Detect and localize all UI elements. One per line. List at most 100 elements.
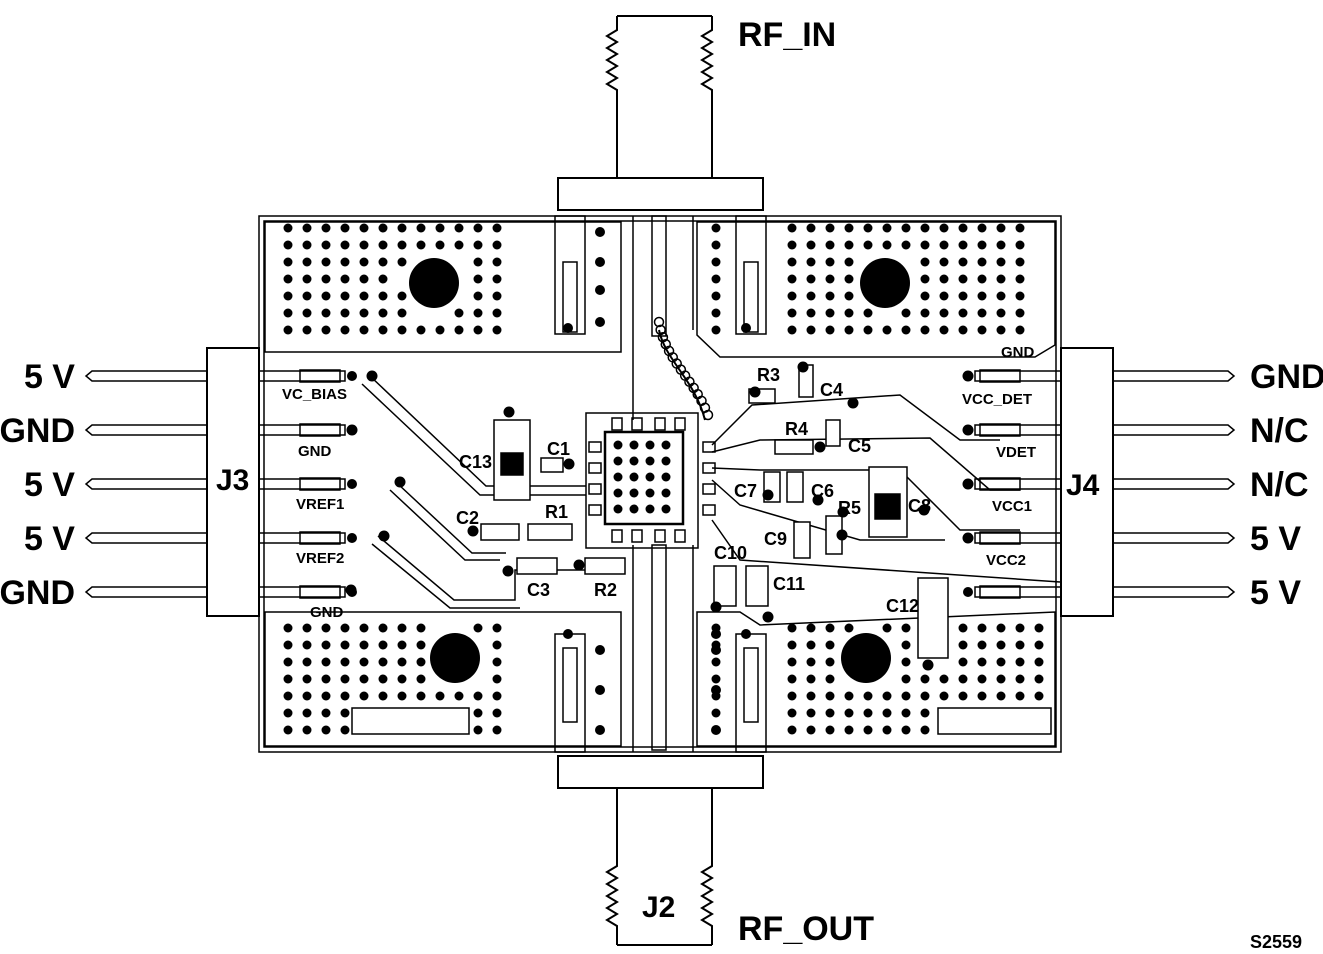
via xyxy=(882,725,892,735)
ic-thermal-via xyxy=(613,488,623,498)
j3-pin-label: GND xyxy=(0,574,75,612)
ic-thermal-via xyxy=(613,472,623,482)
j3-pin-footprint xyxy=(299,423,341,437)
pin1-dot xyxy=(467,525,479,537)
via xyxy=(844,223,854,233)
ic-pad xyxy=(702,483,716,495)
via xyxy=(340,240,350,250)
via xyxy=(1015,240,1025,250)
via xyxy=(844,274,854,284)
j4-pin-footprint xyxy=(979,585,1021,599)
via xyxy=(920,708,930,718)
via xyxy=(283,257,293,267)
board-label-left: VREF2 xyxy=(296,550,344,567)
via xyxy=(1015,325,1025,335)
via xyxy=(711,725,721,735)
via xyxy=(901,240,911,250)
ic-thermal-via xyxy=(613,456,623,466)
via xyxy=(787,274,797,284)
j4-pin-label: 5 V xyxy=(1250,574,1301,612)
j3-pin-via xyxy=(347,371,357,381)
j4-pin-label: N/C xyxy=(1250,412,1309,450)
via xyxy=(996,257,1006,267)
via xyxy=(1034,640,1044,650)
via xyxy=(321,674,331,684)
via xyxy=(901,308,911,318)
board-label-left: GND xyxy=(310,604,344,621)
via xyxy=(996,657,1006,667)
via xyxy=(825,725,835,735)
j4-pin-pad xyxy=(974,586,1061,598)
ic-thermal-via xyxy=(661,456,671,466)
ic-pad xyxy=(631,417,643,431)
via xyxy=(939,274,949,284)
via xyxy=(806,691,816,701)
via xyxy=(492,240,502,250)
via xyxy=(359,240,369,250)
via xyxy=(378,308,388,318)
via xyxy=(397,240,407,250)
via xyxy=(863,725,873,735)
via xyxy=(1034,623,1044,633)
ic-thermal-via xyxy=(629,488,639,498)
mounting-holes xyxy=(409,258,910,683)
figure-id: S2559 xyxy=(1250,932,1302,952)
via xyxy=(283,240,293,250)
via xyxy=(302,674,312,684)
via xyxy=(806,623,816,633)
via xyxy=(340,691,350,701)
via xyxy=(863,691,873,701)
via xyxy=(787,623,797,633)
via xyxy=(359,640,369,650)
via xyxy=(321,291,331,301)
ic-thermal-via xyxy=(661,440,671,450)
via xyxy=(435,240,445,250)
pin1-dot xyxy=(573,559,585,571)
pin1-dot xyxy=(346,424,358,436)
via xyxy=(595,257,605,267)
ic-thermal-via xyxy=(629,504,639,514)
via xyxy=(787,725,797,735)
via xyxy=(473,240,483,250)
via xyxy=(283,223,293,233)
via xyxy=(1015,674,1025,684)
pin1-dot xyxy=(922,659,934,671)
via xyxy=(825,308,835,318)
pin1-dot xyxy=(563,458,575,470)
via xyxy=(825,640,835,650)
via xyxy=(939,691,949,701)
via xyxy=(321,708,331,718)
j3-connector-body xyxy=(206,347,260,617)
component-label-c1: C1 xyxy=(547,439,570,459)
via xyxy=(787,674,797,684)
via xyxy=(977,223,987,233)
via xyxy=(901,223,911,233)
via xyxy=(825,257,835,267)
via xyxy=(416,325,426,335)
component-label-c8: C8 xyxy=(908,496,931,516)
via xyxy=(302,657,312,667)
via xyxy=(711,685,721,695)
via xyxy=(844,325,854,335)
via xyxy=(1015,691,1025,701)
via xyxy=(283,308,293,318)
via xyxy=(825,291,835,301)
via xyxy=(882,240,892,250)
j3-pin-footprint xyxy=(299,369,341,383)
via xyxy=(454,325,464,335)
via xyxy=(977,240,987,250)
via xyxy=(711,291,721,301)
via xyxy=(492,657,502,667)
via xyxy=(454,240,464,250)
ic-pad xyxy=(588,462,602,474)
via xyxy=(806,240,816,250)
via xyxy=(996,240,1006,250)
stitch-via xyxy=(653,316,665,328)
via xyxy=(958,308,968,318)
j4-pin-pad xyxy=(974,532,1061,544)
via xyxy=(416,223,426,233)
via xyxy=(863,308,873,318)
